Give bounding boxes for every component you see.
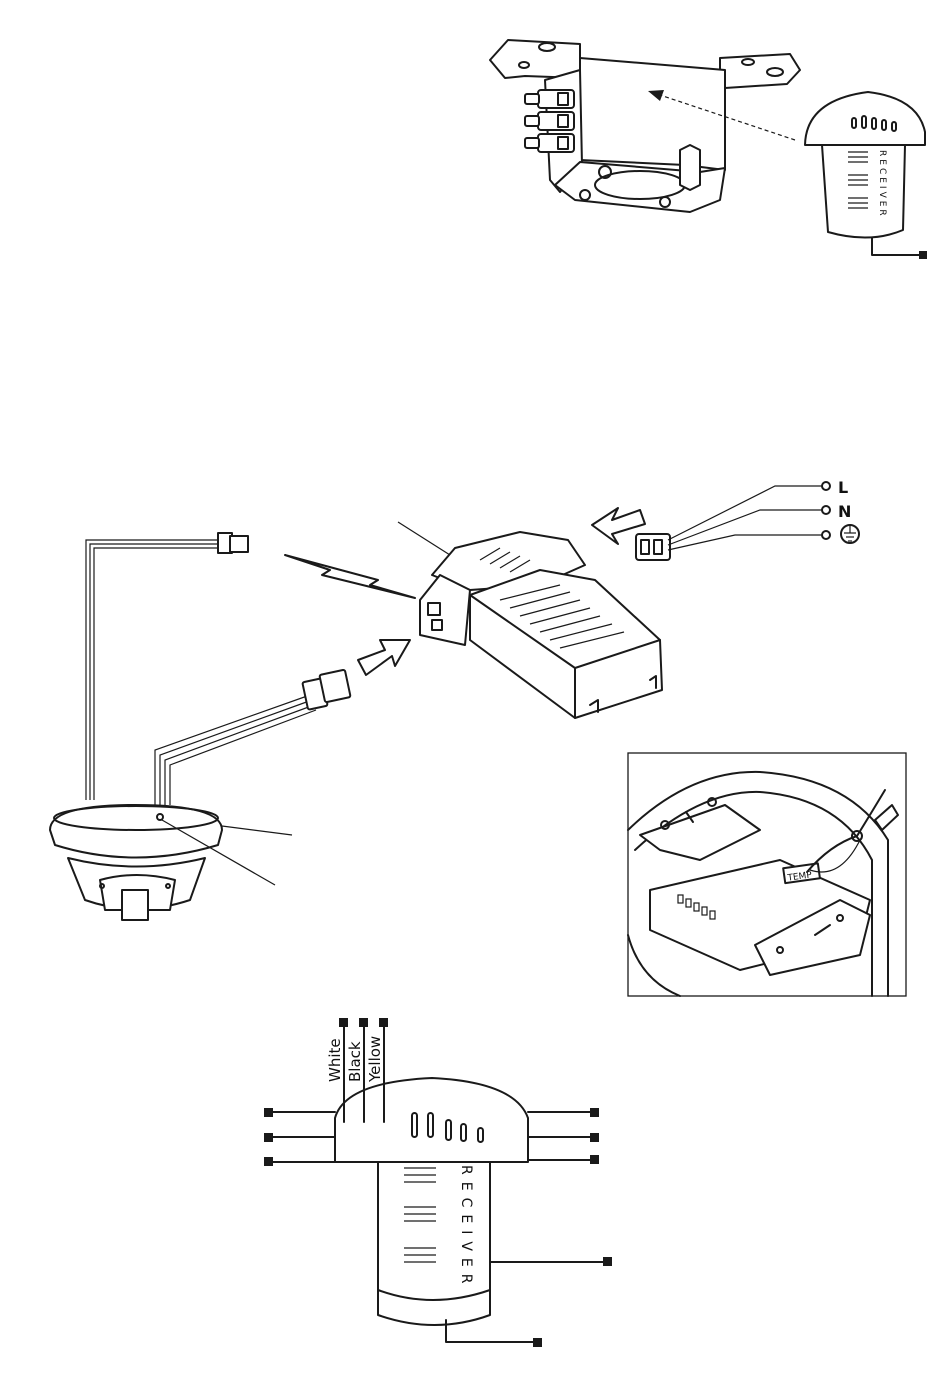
ceiling-canopy bbox=[50, 805, 292, 920]
live-label: L bbox=[838, 478, 848, 497]
mains-connector: L N bbox=[636, 478, 859, 560]
wire-label-black: Black bbox=[346, 1041, 364, 1082]
earth-ground-icon bbox=[841, 525, 859, 543]
neutral-label: N bbox=[838, 502, 851, 521]
receiver-label-top: RECEIVER bbox=[877, 150, 887, 219]
wire-label-white: White bbox=[326, 1038, 344, 1082]
receiver-module bbox=[398, 522, 662, 718]
receiver-unit-top: RECEIVER bbox=[805, 92, 927, 259]
wire-label-yellow: Yellow bbox=[366, 1036, 384, 1083]
canopy-cables bbox=[86, 533, 351, 805]
receiver-wiring-diagram: RECEIVER White Black Yellow bbox=[264, 1018, 612, 1347]
receiver-label-bottom: RECEIVER bbox=[458, 1165, 474, 1290]
canopy-inset-detail: TEMP bbox=[628, 753, 906, 996]
mounting-bracket bbox=[490, 40, 800, 212]
